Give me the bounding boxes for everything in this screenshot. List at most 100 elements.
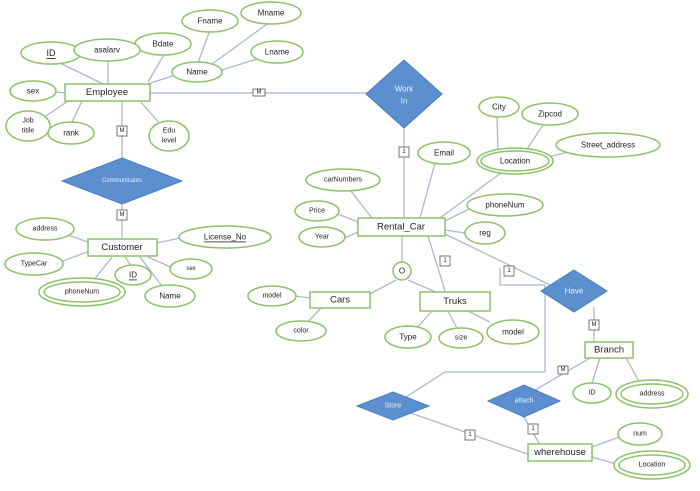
attr-type-truks-label: Type (399, 333, 417, 342)
attr-email: Email (417, 141, 471, 165)
entity-branch-label: Branch (594, 345, 624, 356)
attr-address-branch-label: address (640, 391, 665, 398)
attr-license-no-label: License_No (204, 233, 247, 242)
cardinality-work-rc-label: 1 (402, 149, 406, 155)
attr-name-cust: Name (144, 284, 196, 308)
relationship-work-in[interactable]: Work In (365, 59, 443, 129)
attr-id-branch: ID (572, 382, 612, 404)
attr-phone-num-cust: phoneNum (38, 277, 126, 307)
attr-size: size (438, 327, 484, 349)
entity-wherehouse[interactable]: wherehouse (527, 443, 593, 462)
attr-phone-num-rc-label: phoneNum (485, 201, 524, 210)
relationship-communicates[interactable]: Communicates (60, 157, 184, 205)
attr-zipcod: Zipcod (521, 102, 579, 126)
cardinality-rc-truks-label: 1 (443, 258, 447, 264)
attr-phone-num-rc: phoneNum (466, 193, 544, 217)
attr-name-emp-label: Name (186, 68, 208, 77)
attr-email-label: Email (434, 149, 454, 158)
cardinality-emp-comm-label: M (120, 128, 125, 134)
attr-color-label: color (293, 328, 309, 335)
attr-fname-label: Fname (198, 17, 223, 26)
attr-job-title: Job titile (5, 110, 51, 142)
attr-edu-level: Edu level (148, 120, 190, 152)
attr-address-cust-label: address (33, 226, 58, 233)
relationship-store-label: Store (385, 403, 402, 410)
attr-car-numbers-label: carNumbers (324, 177, 363, 184)
attr-reg: reg (464, 221, 506, 245)
relationship-store[interactable]: Store (355, 391, 431, 421)
attr-year-label: Year (315, 234, 330, 241)
cardinality-store-wh: 1 (464, 429, 476, 441)
attr-zipcod-label: Zipcod (538, 110, 562, 119)
relationship-have-label: Have (565, 287, 584, 296)
entity-employee-label: Employee (86, 87, 128, 98)
relationship-have[interactable]: Have (540, 269, 608, 313)
cardinality-attach-wh: 1 (527, 423, 539, 435)
attr-sex-cust-label: sex (186, 266, 195, 272)
disjoint-circle-label: O (399, 267, 405, 276)
cardinality-comm-cust-label: M (120, 212, 125, 218)
attr-mname: Mname (240, 1, 302, 25)
entity-customer[interactable]: Customer (87, 238, 158, 257)
attr-location-rc-label: Location (500, 157, 530, 166)
attr-num-label: num (633, 431, 647, 438)
entity-cars[interactable]: Cars (309, 291, 371, 309)
relationship-work-in-label-2: In (401, 97, 408, 106)
attr-name-emp: Name (171, 61, 223, 83)
attr-address-cust: address (15, 217, 75, 241)
attr-type-truks: Type (384, 325, 432, 349)
attr-edu-level-label-2: level (162, 138, 177, 145)
attr-type-car-label: TypeCar (21, 261, 48, 268)
attr-price-label: Price (309, 208, 325, 215)
cardinality-emp-work-label: M (257, 90, 262, 96)
entity-rental-car[interactable]: Rental_Car (357, 217, 446, 237)
cardinality-have-branch-label: M (592, 322, 597, 328)
attr-asalary-label: asalarv (94, 46, 120, 55)
attr-bdate-label: Bdate (153, 40, 174, 49)
entity-truks[interactable]: Truks (419, 291, 491, 312)
attr-id-branch-label: ID (589, 390, 596, 397)
relationship-attach[interactable]: attach (486, 384, 562, 418)
entity-truks-label: Truks (443, 296, 467, 307)
attr-id-cust: ID (114, 264, 152, 286)
relationship-work-in-label-1: Work (395, 85, 415, 94)
attr-price: Price (294, 200, 340, 222)
cardinality-rc-truks: 1 (439, 255, 451, 267)
entity-branch[interactable]: Branch (584, 341, 634, 359)
attr-model-truks: model (486, 319, 540, 345)
attr-id-emp: ID (20, 41, 82, 65)
attr-phone-num-cust-label: phoneNum (65, 289, 99, 296)
entity-employee[interactable]: Employee (64, 83, 151, 102)
cardinality-emp-work: M (252, 88, 266, 97)
attr-car-numbers: carNumbers (305, 168, 381, 192)
relationship-attach-label: attach (514, 398, 533, 405)
cardinality-branch-attach-label: M (561, 367, 566, 373)
cardinality-branch-attach: M (557, 365, 569, 375)
attr-location-wh: Location (613, 450, 691, 480)
attr-model-cars: model (247, 285, 297, 307)
attr-fname: Fname (181, 9, 239, 33)
attr-location-wh-label: Location (639, 462, 666, 469)
cardinality-attach-wh-label: 1 (531, 426, 535, 432)
attr-location-rc: Location (476, 147, 554, 175)
attr-model-cars-label: model (262, 293, 282, 300)
attr-job-title-label-2: titile (22, 128, 35, 135)
attr-type-car: TypeCar (4, 252, 64, 276)
attr-lname-label: Lname (265, 48, 290, 57)
attr-address-branch: address (615, 379, 689, 409)
attr-edu-level-label-1: Edu (163, 128, 176, 135)
attr-sex-cust: sex (169, 258, 213, 280)
attr-year: Year (298, 226, 346, 248)
entity-wherehouse-label: wherehouse (533, 447, 586, 458)
attr-license-no: License_No (178, 225, 272, 249)
attr-rank: rank (47, 121, 95, 145)
attr-street-address-label: Street_address (581, 141, 635, 150)
cardinality-have-branch: M (588, 319, 600, 331)
entity-cars-label: Cars (330, 295, 350, 306)
attr-sex-emp: sex (9, 80, 57, 102)
cardinality-rc-have-label: 1 (507, 268, 511, 274)
attr-city: City (478, 96, 520, 118)
relationship-communicates-label: Communicates (102, 178, 142, 184)
entity-rental-car-label: Rental_Car (377, 222, 425, 233)
